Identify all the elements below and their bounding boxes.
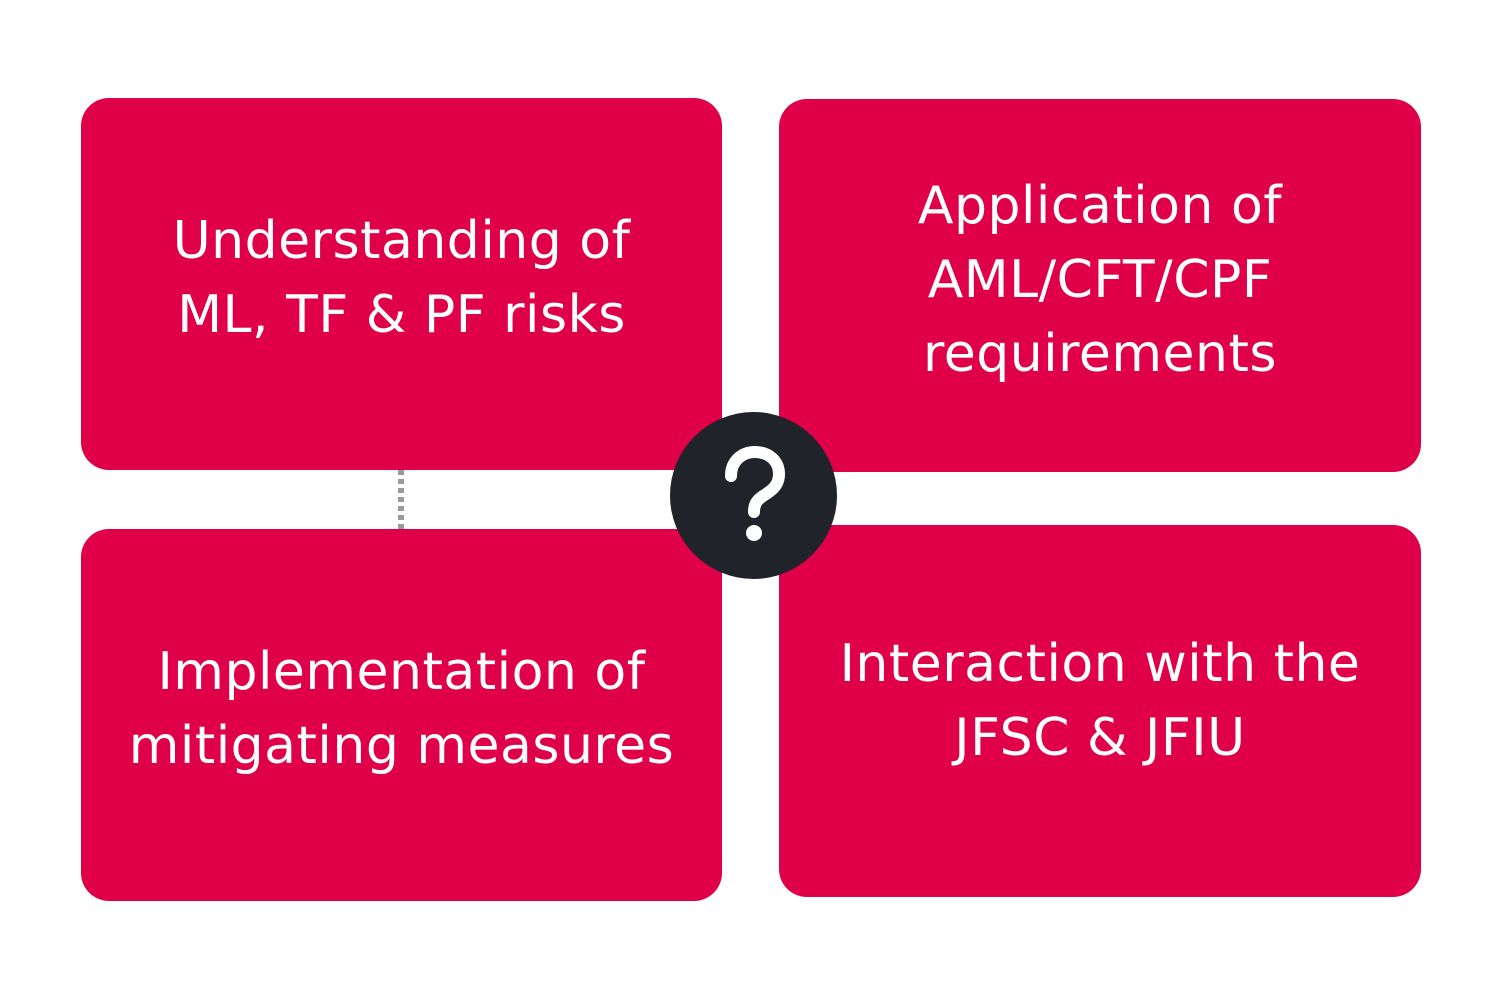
dotted-connector: [398, 470, 404, 529]
card-text: Application of AML/CFT/CPF requirements: [918, 169, 1282, 403]
card-text: Implementation of mitigating measures: [129, 635, 675, 795]
card-mitigating-measures: Implementation of mitigating measures: [81, 529, 722, 901]
card-line: AML/CFT/CPF: [927, 249, 1273, 310]
card-line: requirements: [923, 323, 1277, 384]
card-line: Understanding of: [172, 211, 631, 271]
card-application-requirements: Application of AML/CFT/CPF requirements: [779, 99, 1421, 472]
card-interaction-jfsc-jfiu: Interaction with the JFSC & JFIU: [779, 525, 1421, 897]
card-understanding-risks: Understanding of ML, TF & PF risks: [81, 98, 722, 470]
card-text: Interaction with the JFSC & JFIU: [840, 627, 1361, 795]
card-line: mitigating measures: [128, 716, 675, 776]
card-line: JFSC & JFIU: [954, 708, 1246, 768]
card-line: Interaction with the: [839, 634, 1361, 694]
question-mark-icon: [724, 445, 785, 541]
card-text: Understanding of ML, TF & PF risks: [173, 204, 631, 364]
center-question-badge: [670, 412, 837, 579]
card-line: ML, TF & PF risks: [177, 285, 626, 345]
card-line: Application of: [917, 175, 1283, 236]
card-line: Implementation of: [157, 642, 646, 702]
